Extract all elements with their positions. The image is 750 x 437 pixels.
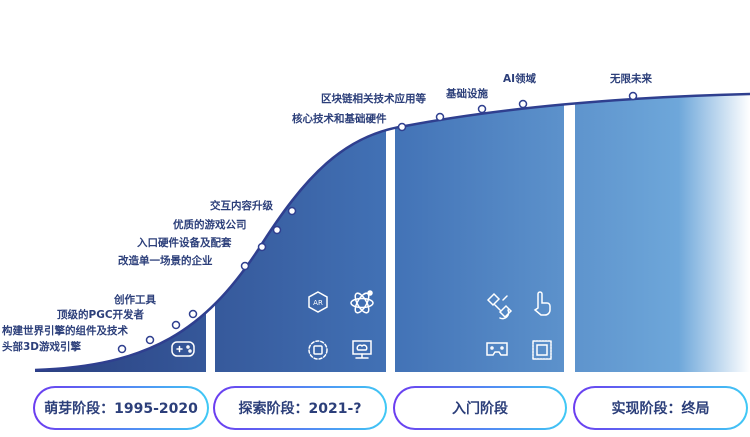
milestone-label: 基础设施 (446, 88, 488, 100)
cloud-monitor-icon (352, 340, 372, 359)
milestone-label: 构建世界引擎的组件及技术 (2, 325, 128, 337)
milestone-label: AI领域 (503, 73, 537, 85)
milestone-dot (518, 99, 528, 109)
stage-pill-sprout: 萌芽阶段：1995-2020 (33, 386, 209, 430)
vr-headset-icon (486, 342, 508, 356)
milestone-dot (397, 122, 407, 132)
milestone-dot (477, 104, 487, 114)
atom-icon (350, 290, 374, 314)
milestone-label: 区块链相关技术应用等 (321, 93, 426, 105)
chip-icon (532, 340, 552, 360)
milestone-label: 交互内容升级 (210, 200, 273, 212)
milestone-label: 核心技术和基础硬件 (292, 113, 387, 125)
milestone-label: 创作工具 (114, 294, 156, 306)
milestone-dot (188, 309, 198, 319)
milestone-label: 无限未来 (610, 73, 652, 85)
stage-pill-explore: 探索阶段：2021-? (213, 386, 387, 430)
curve-area (35, 94, 750, 372)
milestone-label: 顶级的PGC开发者 (57, 309, 145, 321)
stage-pill-entry: 入门阶段 (393, 386, 567, 430)
milestone-dot (117, 344, 127, 354)
milestone-dot (171, 320, 181, 330)
milestone-label: 入口硬件设备及配套 (137, 237, 232, 249)
gamepad-icon (171, 341, 195, 357)
milestone-dot (272, 225, 282, 235)
svg-text:AR: AR (313, 299, 323, 307)
milestone-label: 优质的游戏公司 (173, 219, 247, 231)
app-icon (308, 340, 328, 360)
milestone-label: 改造单一场景的企业 (118, 255, 213, 267)
stage-pill-realize: 实现阶段：终局 (573, 386, 748, 430)
curve-line (34, 92, 750, 372)
milestone-dots (117, 91, 638, 354)
touch-icon (533, 291, 551, 316)
ar-icon: AR (308, 291, 328, 313)
milestone-dot (435, 112, 445, 122)
satellite-icon (486, 292, 513, 320)
milestone-label: 头部3D游戏引擎 (2, 341, 82, 353)
milestone-dot (240, 261, 250, 271)
milestone-dot (287, 206, 297, 216)
milestone-dot (628, 91, 638, 101)
milestone-dot (145, 335, 155, 345)
milestone-dot (257, 242, 267, 252)
